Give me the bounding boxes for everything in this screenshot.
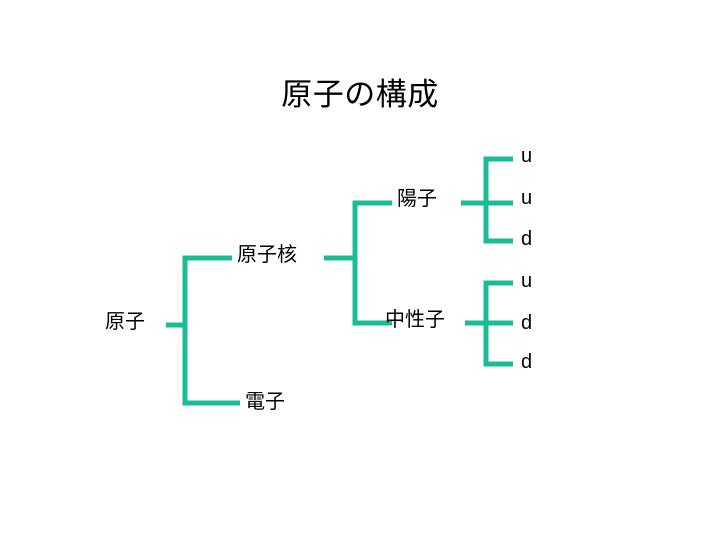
bracket-nucleus [352,200,388,326]
node-label-neutron-quark-2: d [521,312,533,334]
page-title: 原子の構成 [281,77,439,112]
node-label-electron: 電子 [245,391,285,413]
node-label-proton: 陽子 [397,188,437,210]
node-label-neutron: 中性子 [385,309,445,331]
bracket-proton-quarks [483,156,513,244]
node-label-proton-quark-1: u [521,145,533,167]
bracket-atom [182,255,219,406]
node-label-nucleus: 原子核 [237,244,297,266]
node-label-proton-quark-3: d [521,228,533,250]
node-label-proton-quark-2: u [521,187,533,209]
node-label-neutron-quark-3: d [521,351,533,373]
node-label-atom: 原子 [105,311,145,333]
node-label-neutron-quark-1: u [521,270,533,292]
